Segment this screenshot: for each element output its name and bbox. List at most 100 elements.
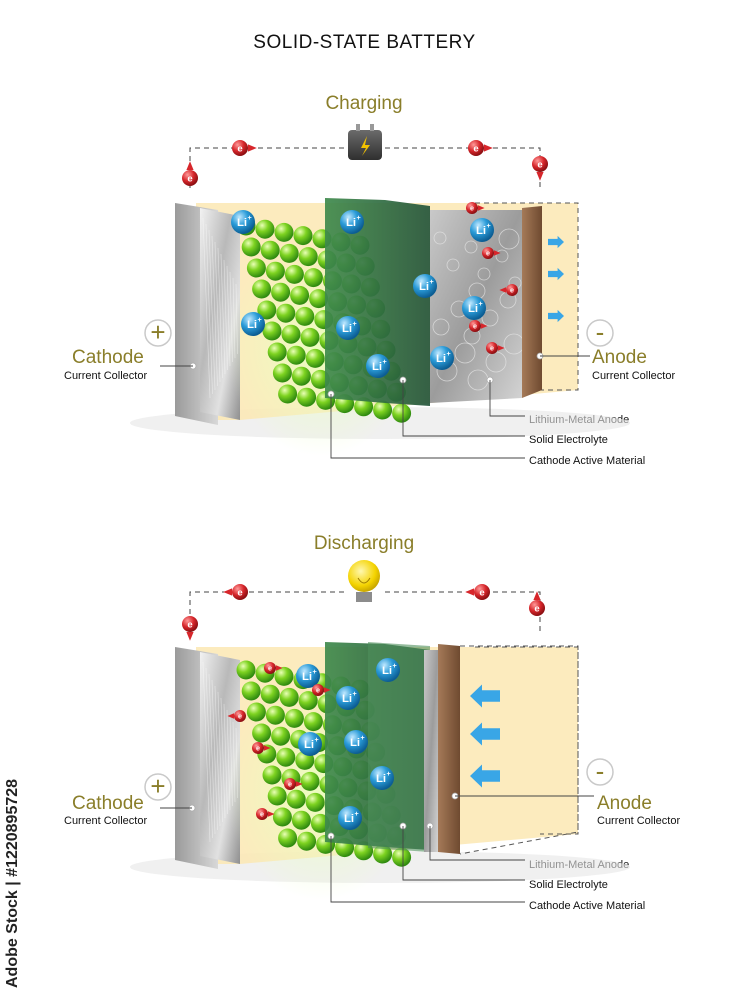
electron-direction-arrow [324,687,331,693]
sphere [272,807,292,827]
ion-symbol: Li [237,217,247,229]
ion-charge: + [360,733,364,742]
metal-grain [468,282,486,300]
ion-sphere [231,210,255,234]
lithium-ion: Li+ [413,274,437,298]
electron-direction-arrow [186,632,194,641]
anode-label-bottom: Anode [597,793,652,814]
sphere [360,721,380,741]
sphere [338,334,358,354]
housing-dashed-edge [459,645,579,855]
electron-internal: e [486,342,505,354]
sphere [367,823,387,843]
sphere [381,361,401,381]
cathode-material-dot [327,832,335,840]
sphere [319,775,339,795]
electron-sphere [182,616,198,632]
ion-symbol: Li [304,739,314,751]
metal-texture-line [220,697,226,819]
ion-symbol: Li [247,319,257,331]
anode-collector-dot [451,792,459,800]
negative-terminal-sign: - [586,756,614,786]
watermark-id: #1220895728 [4,778,21,877]
metal-grain [477,267,491,281]
cathode-glow [226,680,416,900]
sphere [316,390,336,410]
sign-ring [586,758,614,786]
sphere [278,384,298,404]
cathode-sub-bottom: Current Collector [64,815,148,827]
metal-grain [464,240,478,254]
electron-sphere [506,284,518,296]
electron-circuit: e [465,584,490,600]
electron-symbol: e [187,174,192,185]
sphere [381,805,401,825]
sphere [297,387,317,407]
metal-texture-line [226,265,231,367]
electron-circuit: e [182,161,198,186]
cathode-collector-dot [189,362,197,370]
ion-sphere [336,316,360,340]
sphere [265,705,285,725]
electron-sphere [256,808,268,820]
sphere [279,243,299,263]
ion-charge: + [478,299,482,308]
lithium-ion: Li+ [344,730,368,754]
sphere [284,708,304,728]
sphere [265,261,285,281]
sphere [246,702,266,722]
ion-sphere [344,730,368,754]
ion-symbol: Li [344,813,354,825]
sign-ring [144,319,172,347]
charger-prong [370,124,374,131]
sphere [316,834,336,854]
callout-cathode-material-top: Cathode Active Material [529,455,646,467]
metal-grain [503,333,525,355]
ion-sphere [413,274,437,298]
electrolyte-dot [399,822,407,830]
electron-symbol: e [479,588,484,599]
callout-lithium-anode-top: Lithium-Metal Anode [529,414,630,426]
sphere [255,219,275,239]
sphere [314,754,334,774]
lithium-ion: Li+ [298,732,322,756]
electron-direction-arrow [248,144,257,152]
anode-sub-bottom: Current Collector [597,815,681,827]
metal-texture-line [220,253,226,375]
sphere [319,331,339,351]
sphere [293,226,313,246]
sphere [348,376,368,396]
ion-charge: + [386,769,390,778]
electron-internal: e [469,320,488,332]
charger-icon [348,124,382,160]
sphere [357,337,377,357]
sphere [360,277,380,297]
circuit-wire-right [385,591,541,632]
sign-ring [144,773,172,801]
electron-symbol: e [534,604,539,615]
sphere [312,673,332,693]
ion-sphere [430,346,454,370]
cathode-collector-dot [188,804,196,812]
discharging-title: Discharging [313,533,415,554]
sphere [257,744,277,764]
electron-direction-arrow [484,144,493,152]
sphere [260,684,280,704]
electron-internal: e [256,808,275,820]
electron-internal: e [227,710,246,722]
sphere [274,222,294,242]
ion-symbol: Li [302,671,312,683]
sphere [260,240,280,260]
sphere [322,715,342,735]
metal-texture-line [202,217,211,399]
charging-title: Charging [325,93,403,114]
metal-grain [508,276,522,290]
metal-grain [433,231,447,245]
sphere [305,348,325,368]
metal-texture-line [235,727,238,799]
electron-symbol: e [288,780,292,789]
anode-metal-dot [486,376,494,384]
sphere [341,718,361,738]
electrolyte-overlay [368,642,430,852]
